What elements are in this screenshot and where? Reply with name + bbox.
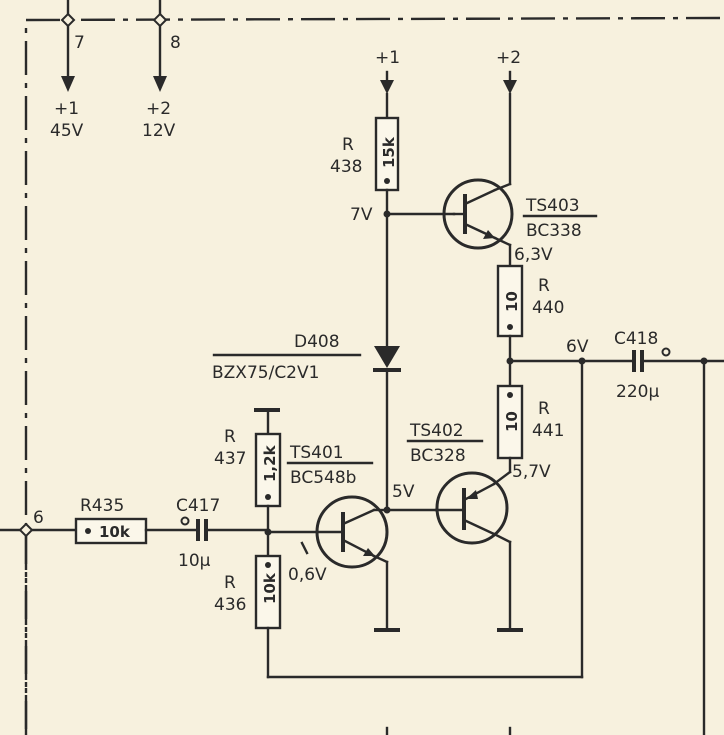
r438-ref: R [342, 135, 354, 155]
ts402-collector [462, 518, 496, 536]
terminal-8 [152, 12, 168, 28]
ts403-type: BC338 [526, 221, 582, 241]
r436-value: 10k [261, 572, 279, 604]
r440-num: 440 [532, 298, 564, 318]
ts402-ref: TS402 [409, 421, 464, 441]
r437-marker [265, 494, 271, 500]
c418-ref: C418 [614, 329, 658, 349]
supply2-name: +2 [146, 99, 171, 119]
supply1-voltage: 45V [50, 121, 84, 141]
ts401-e-wire [372, 554, 389, 564]
supply2-voltage: 12V [142, 121, 176, 141]
voltage-6v: 6V [566, 337, 589, 357]
ts402-emitter-arrow [466, 490, 478, 499]
ts401-emitter-arrow [363, 548, 375, 556]
r438-num: 438 [330, 157, 362, 177]
r441-num: 441 [532, 421, 564, 441]
enclosure-border [24, 16, 724, 735]
arrow-top1 [380, 80, 394, 94]
resistor-r436 [254, 554, 282, 630]
supply1-name: +1 [54, 99, 79, 119]
ts403-c-wire [493, 182, 512, 192]
r436-ref: R [224, 573, 236, 593]
terminal-7 [60, 12, 76, 28]
r440-value: 10 [503, 291, 521, 312]
r436-marker [265, 562, 271, 568]
voltage-5-7v: 5,7V [512, 462, 551, 482]
ts403-ref: TS403 [525, 196, 580, 216]
ts403-collector [463, 188, 497, 206]
ts403-e-wire [493, 236, 512, 247]
r437-ref: R [224, 427, 236, 447]
voltage-7v: 7V [350, 205, 373, 225]
arrow-t8 [153, 76, 167, 92]
r435-marker [85, 528, 91, 534]
d408-ref: D408 [294, 332, 340, 352]
c417-ref: C417 [176, 496, 220, 516]
voltage-6-3v: 6,3V [514, 245, 553, 265]
r441-value: 10 [503, 411, 521, 432]
top-supply1-label: +1 [375, 48, 400, 68]
ts402-e-wire [492, 470, 512, 486]
arrow-top2 [503, 80, 517, 94]
r436-num: 436 [214, 595, 246, 615]
terminal-6-label: 6 [33, 508, 44, 528]
diode-d408 [374, 346, 400, 368]
r441-marker [507, 392, 513, 398]
transistor-ts402 [435, 471, 509, 545]
r440-ref: R [538, 276, 550, 296]
r438-value: 15k [380, 136, 398, 168]
r435-ref: R435 [80, 496, 124, 516]
c418-polarity [661, 347, 671, 357]
terminal-6 [18, 522, 34, 538]
arrow-t7 [61, 76, 75, 92]
ts402-type: BC328 [410, 446, 466, 466]
r441-ref: R [538, 399, 550, 419]
terminal-8-label: 8 [170, 33, 181, 53]
voltage-0-6v: 0,6V [288, 565, 327, 585]
r437-num: 437 [214, 449, 246, 469]
ts401-ref: TS401 [289, 443, 344, 463]
r435-value: 10k [99, 523, 131, 541]
c417-value: 10µ [178, 551, 211, 571]
voltage-0-6v-tick [300, 541, 309, 555]
ts403-emitter-arrow [483, 230, 495, 239]
ts401-collector [341, 508, 376, 526]
voltage-5v: 5V [392, 482, 415, 502]
d408-type: BZX75/C2V1 [212, 363, 319, 383]
c418-value: 220µ [616, 382, 659, 402]
r438-marker [384, 178, 390, 184]
r440-marker [507, 324, 513, 330]
c417-polarity [180, 516, 190, 526]
ts401-type: BC548b [290, 468, 356, 488]
transistor-ts403 [442, 178, 514, 250]
r437-value: 1,2k [261, 444, 279, 482]
terminal-7-label: 7 [74, 33, 85, 53]
ts402-c-wire [492, 532, 512, 544]
top-supply2-label: +2 [496, 48, 521, 68]
